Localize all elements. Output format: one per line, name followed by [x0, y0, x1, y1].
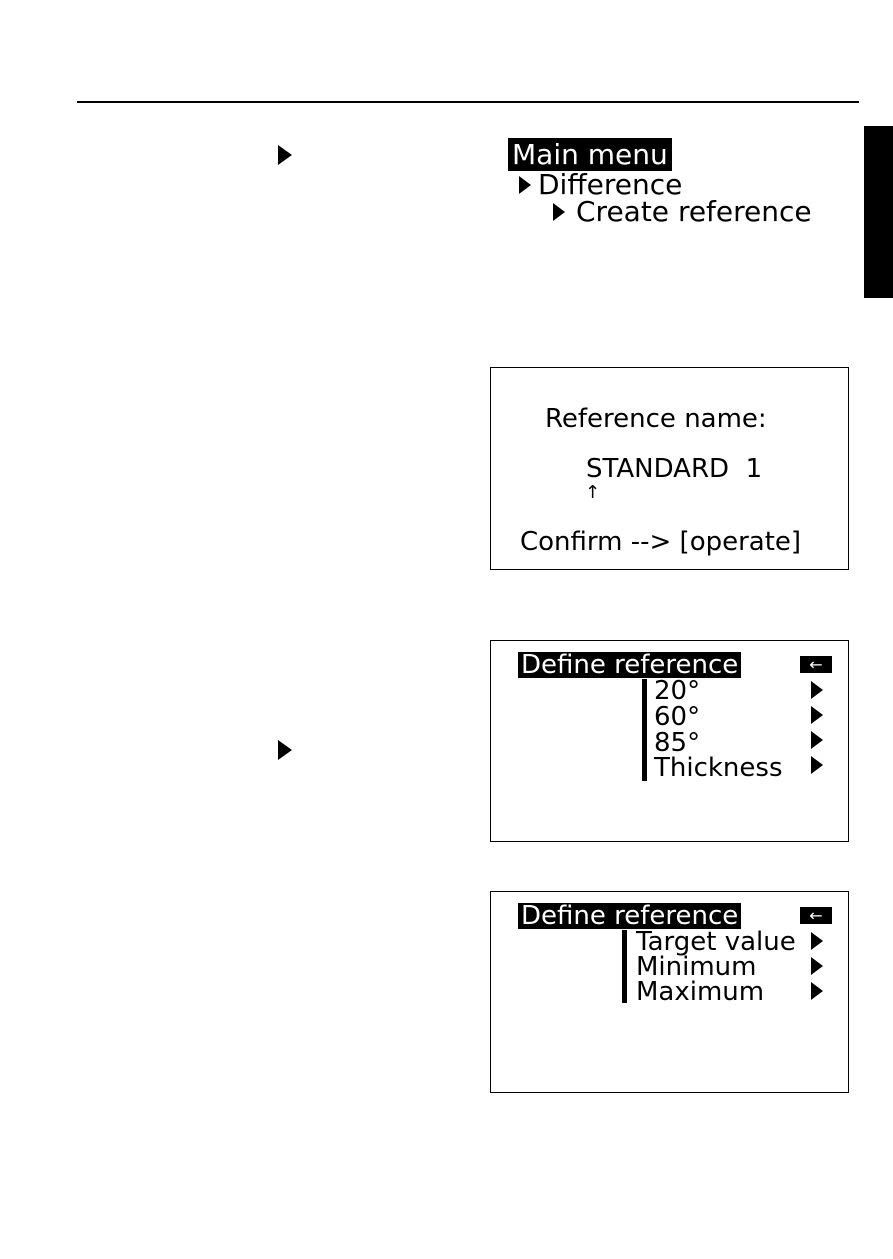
breadcrumb: Main menu — [508, 140, 672, 170]
back-arrow-icon[interactable]: ← — [800, 656, 832, 673]
difference-arrow-icon — [519, 176, 531, 194]
reference-name-label: Reference name: — [545, 406, 767, 432]
reference-name-input[interactable]: STANDARD 1 — [586, 456, 762, 482]
define-reference-title: Define reference — [518, 652, 741, 678]
header-rule — [77, 101, 859, 103]
create-reference-arrow-icon — [553, 203, 565, 221]
item-arrow-icon — [811, 706, 823, 724]
main-menu-item[interactable]: Main menu — [508, 138, 672, 171]
text-cursor-icon: ↑ — [585, 484, 600, 502]
create-reference-item[interactable]: Create reference — [576, 197, 812, 227]
margin-arrow-icon — [278, 145, 292, 165]
define-reference-screen-angles: Define reference ← 20° 60° 85° Thickness — [490, 640, 849, 842]
margin-arrow-icon — [278, 740, 292, 760]
define-reference-title: Define reference — [518, 903, 741, 929]
reference-name-screen: Reference name: STANDARD 1 ↑ Confirm -->… — [490, 367, 849, 570]
define-reference-screen-values: Define reference ← Target value Minimum … — [490, 891, 849, 1093]
item-arrow-icon — [811, 731, 823, 749]
menu-selection-bar — [622, 930, 627, 1003]
menu-item-20[interactable]: 20° — [654, 678, 700, 704]
menu-selection-bar — [642, 679, 647, 781]
confirm-operate-hint: Confirm --> [operate] — [520, 529, 801, 555]
item-arrow-icon — [811, 756, 823, 774]
menu-item-maximum[interactable]: Maximum — [636, 979, 764, 1005]
menu-item-60[interactable]: 60° — [654, 704, 700, 730]
menu-item-thickness[interactable]: Thickness — [654, 755, 783, 781]
item-arrow-icon — [811, 982, 823, 1000]
item-arrow-icon — [811, 957, 823, 975]
item-arrow-icon — [811, 681, 823, 699]
item-arrow-icon — [811, 932, 823, 950]
chapter-tab-marker — [864, 126, 893, 298]
back-arrow-icon[interactable]: ← — [800, 907, 832, 924]
